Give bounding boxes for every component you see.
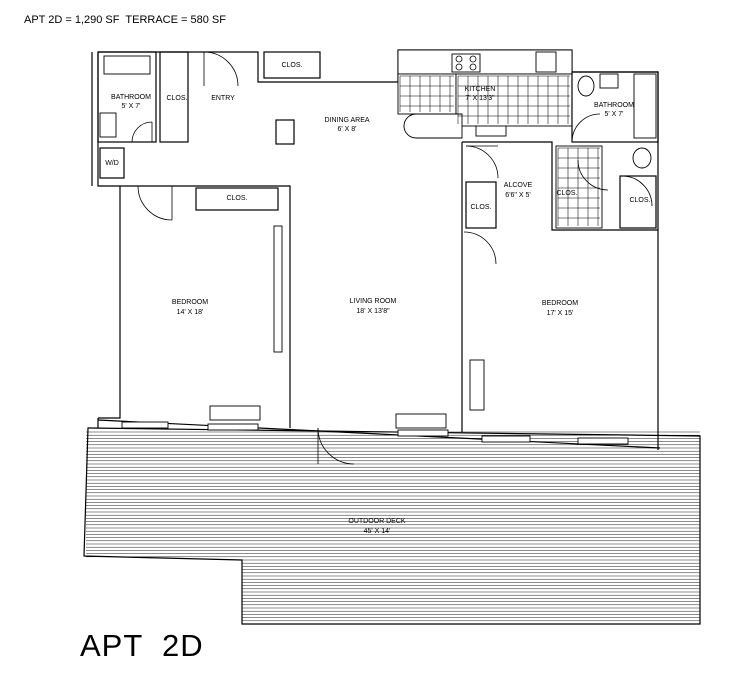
kitchen-island <box>403 113 463 139</box>
outdoor-deck-name: OUTDOOR DECK <box>348 518 406 525</box>
outdoor-deck-dims: 45' X 14' <box>364 528 391 535</box>
bedroom-right-name: BEDROOM <box>542 300 578 307</box>
toilet-right <box>577 75 595 97</box>
outdoor-deck <box>83 427 701 625</box>
room-labels: BATHROOM 5' X 7' CLOS. ENTRY CLOS. DININ… <box>105 62 650 535</box>
bathroom-left-name: BATHROOM <box>111 94 151 101</box>
plan-header: APT 2D = 1,290 SF TERRACE = 580 SF <box>24 14 226 26</box>
exterior-walls <box>91 49 661 450</box>
closet-bedroom-label: CLOS. <box>226 195 247 202</box>
closet-left-label: CLOS. <box>166 95 187 102</box>
bathroom-right-dims: 5' X 7' <box>604 111 623 118</box>
closet-right-2-label: CLOS. <box>629 197 650 204</box>
apartment-title: APT 2D <box>80 628 204 663</box>
floor-tiles <box>399 75 600 226</box>
bathroom-right-name: BATHROOM <box>594 102 634 109</box>
kitchen-sink <box>535 51 557 73</box>
stove <box>451 53 481 73</box>
interior-walls <box>97 49 659 465</box>
bedroom-left-name: BEDROOM <box>172 299 208 306</box>
bathtub-right <box>633 73 657 139</box>
entry-label: ENTRY <box>211 95 235 102</box>
kitchen-name: KITCHEN <box>465 86 496 93</box>
alcove-dims: 6'6" X 5' <box>505 192 530 199</box>
washer-dryer-label: W/D <box>105 160 119 167</box>
bedroom-left-dims: 14' X 18' <box>177 309 204 316</box>
closet-alcove-label: CLOS. <box>470 204 491 211</box>
closet-right-1-label: CLOS. <box>556 190 577 197</box>
bedroom-right-dims: 17' X 15' <box>547 310 574 317</box>
living-room-name: LIVING ROOM <box>350 298 397 305</box>
deck-planks <box>86 431 700 622</box>
sink-right <box>599 73 619 89</box>
kitchen-dims: 7' X 13'3" <box>465 95 495 102</box>
bathtub-left <box>103 55 151 75</box>
dining-area-name: DINING AREA <box>324 117 369 124</box>
bathroom-left-dims: 5' X 7' <box>121 103 140 110</box>
alcove-name: ALCOVE <box>504 182 533 189</box>
living-room-dims: 18' X 13'8" <box>356 308 390 315</box>
closet-top-label: CLOS. <box>281 62 302 69</box>
dining-area-dims: 6' X 8' <box>337 126 356 133</box>
